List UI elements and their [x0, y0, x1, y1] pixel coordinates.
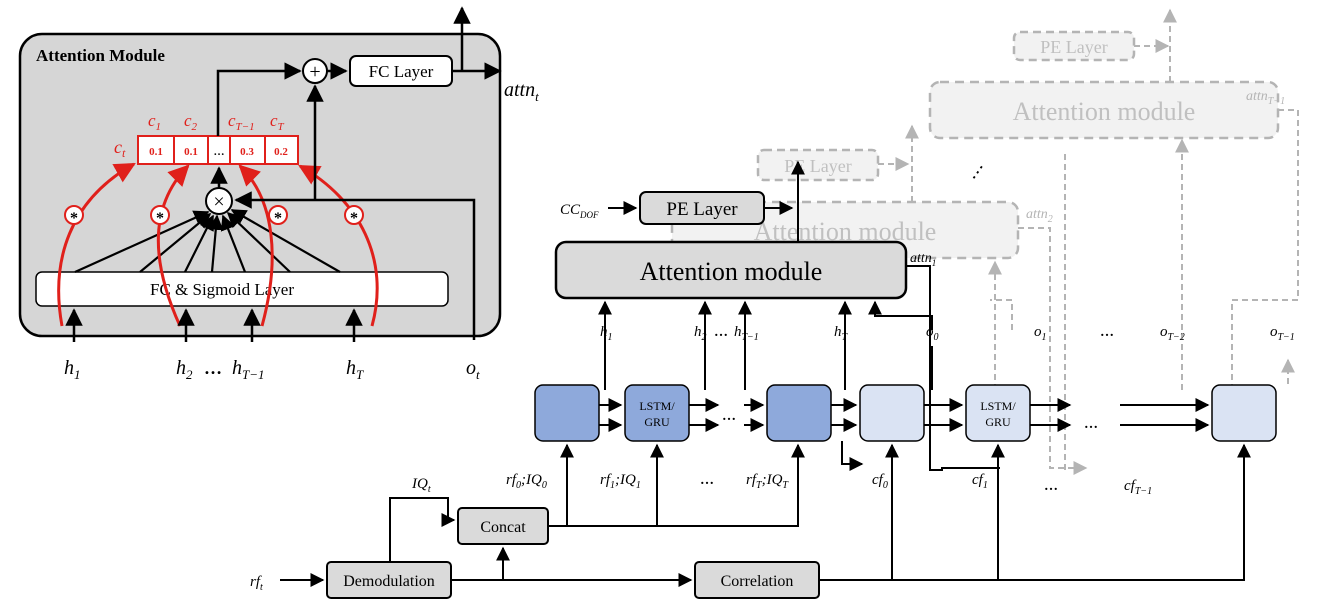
sigmoid-to-times-lines [74, 209, 341, 274]
cft-1-label: cfT−1 [1124, 478, 1152, 497]
row-ellipsis-1: … [722, 409, 736, 424]
main-ot-1-label: oT−1 [1270, 324, 1295, 343]
inset-ot-label: ot [466, 357, 480, 382]
iqt-label: IQt [411, 476, 431, 495]
main-o1-label: o1 [1034, 324, 1047, 343]
rft-iqt-label: rfT;IQT [746, 472, 789, 491]
svg-text:*: * [156, 210, 164, 227]
ghost-attn-2-label: attn2 [1026, 207, 1053, 225]
main-attention-module [554, 240, 908, 300]
weight-header-ct-1: cT−1 [228, 111, 255, 133]
inset-ht-label: hT [346, 357, 364, 382]
main-attention-module-label: Attention module [640, 257, 823, 286]
main-ht-label: hT [834, 324, 849, 343]
rft-label: rft [250, 574, 263, 593]
attention-module-title: Attention Module [36, 46, 165, 65]
cf-ellipsis: … [1044, 479, 1058, 494]
attention-input-arrows [598, 300, 933, 390]
star-operators: * * * * [64, 205, 364, 227]
correlation-label: Correlation [721, 573, 794, 590]
cf1-label: cf1 [972, 472, 988, 491]
lstm-cell-0 [534, 384, 600, 442]
ghost-pe-layer-2-label: PE Layer [1040, 37, 1107, 57]
ghost-attention-module-2-label: Attention module [1013, 97, 1196, 126]
weight-cell-ellipsis: … [214, 146, 225, 158]
svg-text:*: * [350, 210, 358, 227]
rf0-iq0-label: rf0;IQ0 [506, 472, 547, 491]
row-ellipsis-2: … [1084, 417, 1098, 432]
weight-cell-1: 0.1 [149, 146, 163, 158]
weight-header-c1: c1 [148, 111, 161, 133]
weight-header-ct: cT [270, 111, 285, 133]
weight-header-c2: c2 [184, 111, 198, 133]
main-ot-2-label: oT−2 [1160, 324, 1185, 343]
demodulation-label: Demodulation [343, 573, 435, 590]
inset-fc-layer-label: FC Layer [369, 62, 434, 81]
fc-sigmoid-layer-label: FC & Sigmoid Layer [150, 280, 294, 299]
svg-text:*: * [274, 210, 282, 227]
fc-sigmoid-layer [35, 271, 449, 307]
main-h-ellipsis: … [714, 325, 728, 340]
attn-t-output-label: attnt [504, 79, 539, 104]
decoder-cell-1 [965, 384, 1031, 442]
attention-module-inset: Attention Module FC Layer + × 0.1 0.1 … … [18, 6, 539, 382]
recurrent-arrows [599, 398, 1210, 432]
ct-label: ct [114, 137, 126, 160]
main-h1-label: h1 [600, 324, 613, 343]
lstm-cell-1-label-1: LSTM/ [639, 399, 675, 413]
svg-text:*: * [70, 210, 78, 227]
weight-cell-t: 0.2 [274, 146, 288, 158]
decoder-cell-1-label-2: GRU [985, 415, 1011, 429]
decoder-cell-t-1 [1211, 384, 1277, 442]
ghost-pe-layer-2 [1012, 30, 1136, 62]
cf0-label: cf0 [872, 472, 888, 491]
attn-1-label: attn1 [910, 251, 936, 268]
main-o0-label: o0 [926, 324, 939, 343]
ghost-pe-layer-1 [756, 148, 880, 182]
plus-symbol: + [309, 61, 320, 83]
main-h2-label: h2 [694, 324, 707, 343]
rf-ellipsis: … [700, 473, 714, 488]
weight-cell-2: 0.1 [184, 146, 198, 158]
cc-dof-label: CCDOF [560, 202, 599, 220]
inset-h1-label: h1 [64, 357, 81, 382]
ghost-attn-t-1-label: attnT−1 [1246, 89, 1285, 107]
inset-h2-label: h2 [176, 357, 193, 382]
concat-label: Concat [480, 519, 526, 536]
main-pipeline: Attention module PE Layer CCDOF attn1 h1… [250, 160, 1295, 599]
red-weighting-arrows [57, 162, 379, 327]
ghost-pe-layer-1-label: PE Layer [784, 156, 851, 176]
lstm-cell-t [766, 384, 832, 442]
context-weights-vector: 0.1 0.1 … 0.3 0.2 [137, 135, 299, 165]
lstm-cell-1-label-2: GRU [644, 415, 670, 429]
decoder-cell-0 [859, 384, 925, 442]
lstm-cell-1 [624, 384, 690, 442]
weight-cell-t-1: 0.3 [240, 146, 254, 158]
decoder-cell-1-label-1: LSTM/ [980, 399, 1016, 413]
times-symbol: × [213, 191, 224, 213]
vertical-dots: ⋮ [965, 159, 991, 186]
inset-input-ellipsis: … [204, 358, 222, 378]
main-pe-layer-label: PE Layer [666, 199, 738, 220]
main-ht-1-label: hT−1 [734, 324, 759, 343]
inset-input-arrows [65, 308, 363, 342]
rf1-iq1-label: rf1;IQ1 [600, 472, 641, 491]
inset-ht-1-label: hT−1 [232, 357, 265, 382]
main-o-ellipsis: … [1100, 325, 1114, 340]
